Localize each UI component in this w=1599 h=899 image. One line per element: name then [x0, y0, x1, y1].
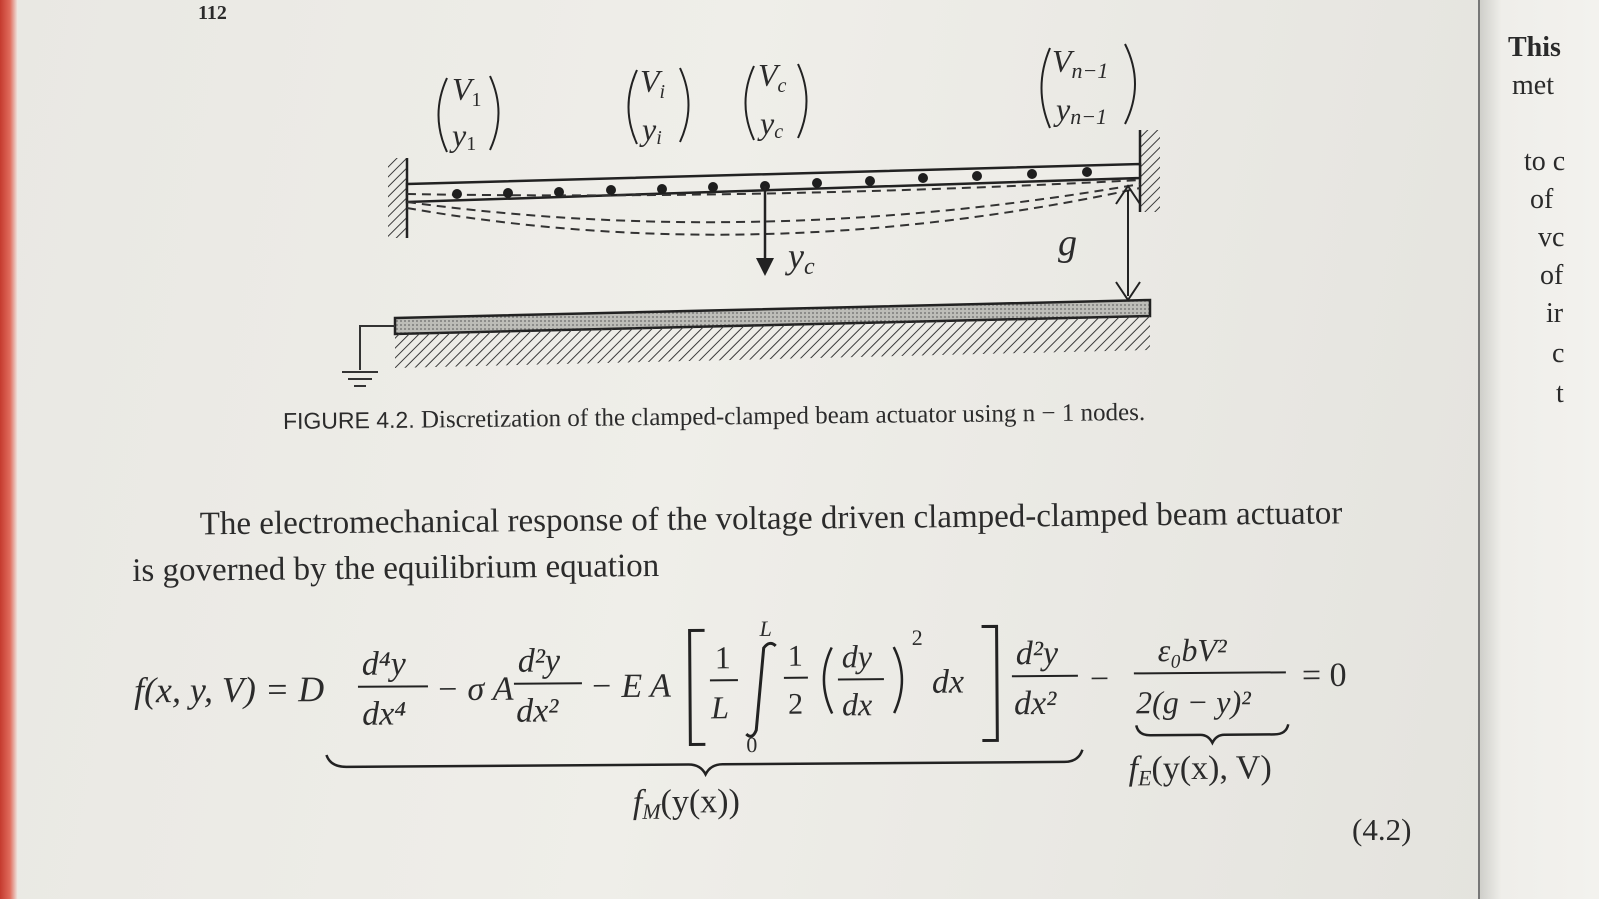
beam-node: [452, 189, 462, 199]
deflection-arrowhead: [756, 258, 774, 276]
beam-node: [972, 171, 982, 181]
beam-node: [1027, 169, 1037, 179]
eq-dx: dx: [842, 686, 872, 722]
left-anchor: [388, 158, 408, 238]
eq-d4y: d⁴y: [362, 645, 407, 682]
right-page-text: of: [1540, 260, 1564, 291]
beam-node: [1082, 167, 1092, 177]
yn-label: yn−1: [1053, 91, 1107, 129]
vc-label: Vc: [758, 57, 787, 97]
v1-label: V1: [452, 71, 482, 111]
eq-int-lower: 0: [746, 732, 757, 757]
eq-underbrace-fm: [325, 749, 1084, 778]
eq-half-num: 1: [788, 640, 803, 673]
y1-label: y1: [449, 117, 476, 155]
eq-one: 1: [715, 639, 731, 675]
eq-right-bracket: [981, 624, 999, 742]
eq-integral-sign: [745, 641, 777, 738]
yc-label: yc: [757, 105, 783, 143]
gap-label: g: [1058, 222, 1077, 264]
eq-sq: 2: [912, 625, 923, 650]
eq-fm-label: fM(y(x)): [633, 783, 740, 824]
eq-fe-den: 2(g − y)²: [1136, 684, 1252, 721]
eq-dy: dy: [842, 638, 873, 674]
eq-d2y-b: d²y: [1016, 635, 1059, 672]
eq-fe-label: fE(y(x), V): [1128, 749, 1271, 790]
eq-d2y: d²y: [518, 642, 561, 679]
right-page-text: c: [1552, 338, 1565, 369]
substrate: [395, 316, 1150, 368]
beam-node: [657, 184, 667, 194]
eq-EA: − E A: [590, 668, 671, 706]
beam-node: [554, 187, 564, 197]
book-page-edge: [0, 0, 18, 899]
node-vector-i: Vi yi: [627, 63, 690, 149]
eq-rhs: = 0: [1302, 657, 1347, 694]
eq-half-den: 2: [788, 688, 803, 721]
node-vector-1: V1 y1: [437, 71, 500, 155]
beam-node: [865, 176, 875, 186]
right-page-text: vc: [1538, 222, 1565, 253]
book-gutter: [1478, 0, 1480, 899]
right-page-text: to c: [1524, 146, 1566, 177]
eq-sigmaA: − σ A: [436, 671, 514, 709]
eq-lhs: f(x, y, V) = D: [134, 669, 325, 710]
deflected-shape-2: [406, 183, 1141, 224]
eq-minus: −: [1090, 661, 1109, 698]
right-page-text: ir: [1546, 298, 1564, 329]
right-page-text: met: [1512, 70, 1554, 101]
deflected-shape-3: [406, 187, 1141, 236]
right-anchor: [1140, 130, 1160, 212]
right-page-text: t: [1556, 378, 1564, 409]
book-page-right: [1480, 0, 1599, 899]
beam-node: [708, 182, 718, 192]
beam-node: [918, 173, 928, 183]
yi-label: yi: [639, 111, 662, 149]
beam-node: [606, 185, 616, 195]
eq-underbrace-fe: [1135, 724, 1290, 746]
right-page-text: of: [1530, 184, 1554, 215]
vi-label: Vi: [640, 63, 665, 103]
vn-label: Vn−1: [1052, 43, 1108, 83]
beam-nodes: [452, 167, 1092, 199]
right-page-text: This: [1508, 32, 1561, 63]
deflection-label: yc: [785, 236, 815, 280]
beam-node: [503, 188, 513, 198]
node-vector-c: Vc yc: [744, 57, 808, 143]
ground-icon: [342, 371, 378, 387]
eq-L: L: [710, 689, 729, 725]
eq-dx2: dx²: [516, 692, 559, 729]
beam-node: [812, 178, 822, 188]
ground-wire: [359, 325, 395, 370]
book-page-left: [14, 0, 1496, 899]
eq-fe-num: ε₀bV²: [1158, 632, 1229, 668]
node-vector-n-1: Vn−1 yn−1: [1040, 43, 1136, 129]
eq-left-bracket: [688, 628, 706, 746]
eq-dx-int: dx: [932, 664, 964, 701]
beam: [405, 162, 1142, 204]
eq-dx2-b: dx²: [1014, 685, 1057, 722]
eq-dx4: dx⁴: [362, 695, 406, 732]
equation-number: (4.2): [1352, 812, 1412, 847]
page-number: 112: [198, 2, 227, 24]
eq-int-upper: L: [758, 616, 771, 641]
